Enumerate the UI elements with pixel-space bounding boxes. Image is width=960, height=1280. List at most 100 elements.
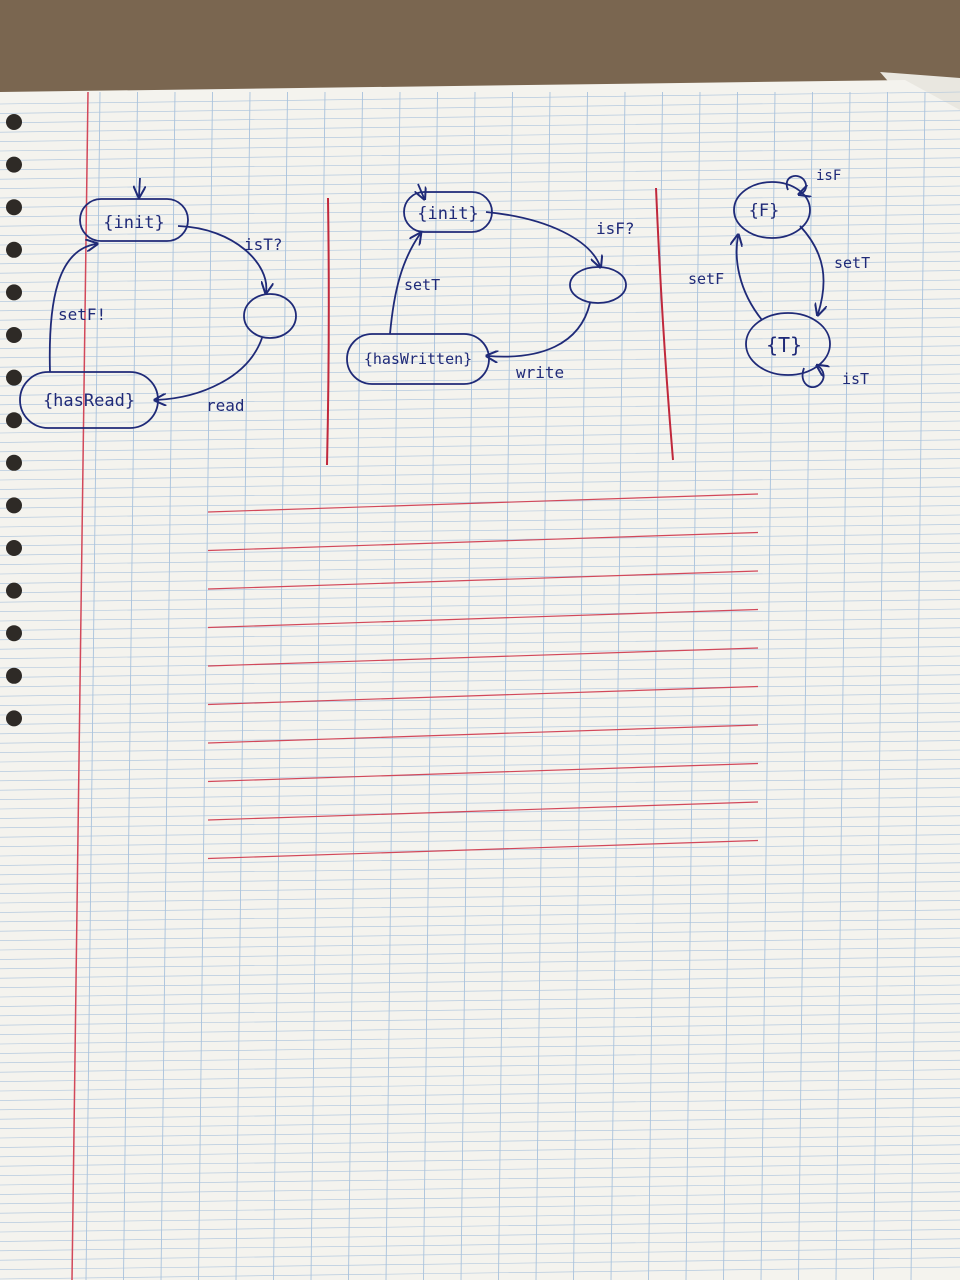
grid-line-h [0, 401, 960, 415]
grid-line-h [0, 157, 960, 171]
grid-line-h [0, 110, 960, 124]
grid-line-h [0, 580, 960, 594]
transition-write-label: write [516, 363, 564, 382]
binder-hole [6, 625, 22, 642]
grid-line-h [0, 373, 960, 387]
grid-line-h [0, 1219, 960, 1233]
grid-line-h [0, 655, 960, 669]
grid-line-h [0, 1266, 960, 1280]
grid-line-v [235, 91, 251, 1280]
grid-line-h [0, 1012, 960, 1026]
state-t-node [745, 312, 831, 376]
binder-hole [6, 114, 22, 130]
red-ruled-line [207, 570, 759, 590]
grid-line-h [0, 242, 960, 255]
grid-line-h [0, 505, 960, 518]
red-ruled-line [207, 531, 759, 552]
grid-line-h [0, 975, 960, 988]
binder-hole [6, 667, 22, 684]
grid-line-h [0, 740, 960, 753]
transition-is-t-label: isT? [244, 235, 283, 254]
grid-line-h [0, 1078, 960, 1092]
binder-hole [6, 199, 22, 216]
initial-arrow [139, 177, 140, 196]
grid-line-h [0, 824, 960, 838]
transition-is-f-label: isF? [596, 219, 635, 238]
grid-line-v [423, 91, 438, 1280]
red-ruled-line [207, 724, 759, 744]
separator-line-2 [655, 187, 674, 461]
grid-line-h [0, 279, 960, 293]
grid-line-h [0, 683, 960, 697]
grid-line-h [0, 1238, 960, 1252]
grid-line-v [535, 91, 551, 1280]
grid-line-h [0, 909, 960, 923]
edge-is-f [485, 211, 600, 266]
grid-line-h [0, 815, 960, 829]
grid-line-h [0, 937, 960, 951]
grid-line-h [0, 693, 960, 706]
binder-hole [6, 156, 22, 173]
grid-line-h [0, 787, 960, 800]
grid-line-h [0, 148, 960, 161]
grid-line-h [0, 627, 960, 641]
transition-set-f-label: setF! [58, 305, 106, 324]
grid-line-h [0, 307, 960, 321]
binder-hole [6, 284, 22, 301]
grid-line-h [0, 270, 960, 283]
grid-line-h [0, 336, 960, 349]
grid-line-h [0, 345, 960, 359]
state-hasread-label: {hasRead} [43, 391, 135, 411]
transition-set-f-label: setF [688, 270, 724, 288]
grid-line-h [0, 477, 960, 490]
transition-set-t-label: setT [834, 254, 870, 272]
transition-is-f-label: isF [816, 168, 841, 184]
red-ruled-line [207, 839, 759, 860]
grid-line-h [0, 1247, 960, 1261]
grid-line-h [0, 232, 960, 246]
grid-line-h [0, 486, 960, 500]
grid-line-h [0, 918, 960, 932]
binder-hole [6, 369, 22, 386]
grid-line-h [0, 129, 960, 142]
grid-line-h [0, 119, 960, 133]
grid-line-h [0, 871, 960, 885]
grid-line-h [0, 317, 960, 330]
grid-line-v [610, 91, 626, 1280]
binder-hole [6, 327, 22, 343]
red-ruled-line [207, 685, 759, 706]
grid-line-h [0, 759, 960, 772]
binder-hole [6, 412, 22, 429]
grid-line-h [0, 298, 960, 312]
transition-set-t-label: setT [404, 276, 440, 294]
grid-line-h [0, 806, 960, 819]
grid-line-h [0, 608, 960, 622]
grid-line-h [0, 589, 960, 603]
grid-line-h [0, 1022, 960, 1035]
grid-line-v [835, 91, 851, 1280]
state-init-label: {init} [103, 213, 164, 233]
grid-line-h [0, 599, 960, 612]
grid-line-h [0, 1031, 960, 1045]
grid-line-v [573, 91, 588, 1280]
grid-line-h [0, 176, 960, 189]
grid-line-v [760, 91, 776, 1280]
grid-line-h [0, 91, 960, 105]
grid-line-h [0, 213, 960, 227]
grid-line-h [0, 289, 960, 302]
grid-line-h [0, 448, 960, 462]
initial-arrow [418, 183, 424, 198]
red-ruled-line [207, 801, 759, 821]
red-ruled-line [207, 762, 759, 783]
state-init-label: {init} [417, 204, 478, 224]
grid-line-h [0, 665, 960, 678]
grid-line-h [0, 618, 960, 631]
grid-line-h [0, 994, 960, 1007]
edge-read [156, 337, 263, 400]
state-f-label: {F} [749, 201, 780, 221]
red-ruled-line [207, 608, 759, 629]
grid-line-v [685, 91, 701, 1280]
grid-line-h [0, 853, 960, 866]
separator-line-1 [326, 197, 330, 466]
